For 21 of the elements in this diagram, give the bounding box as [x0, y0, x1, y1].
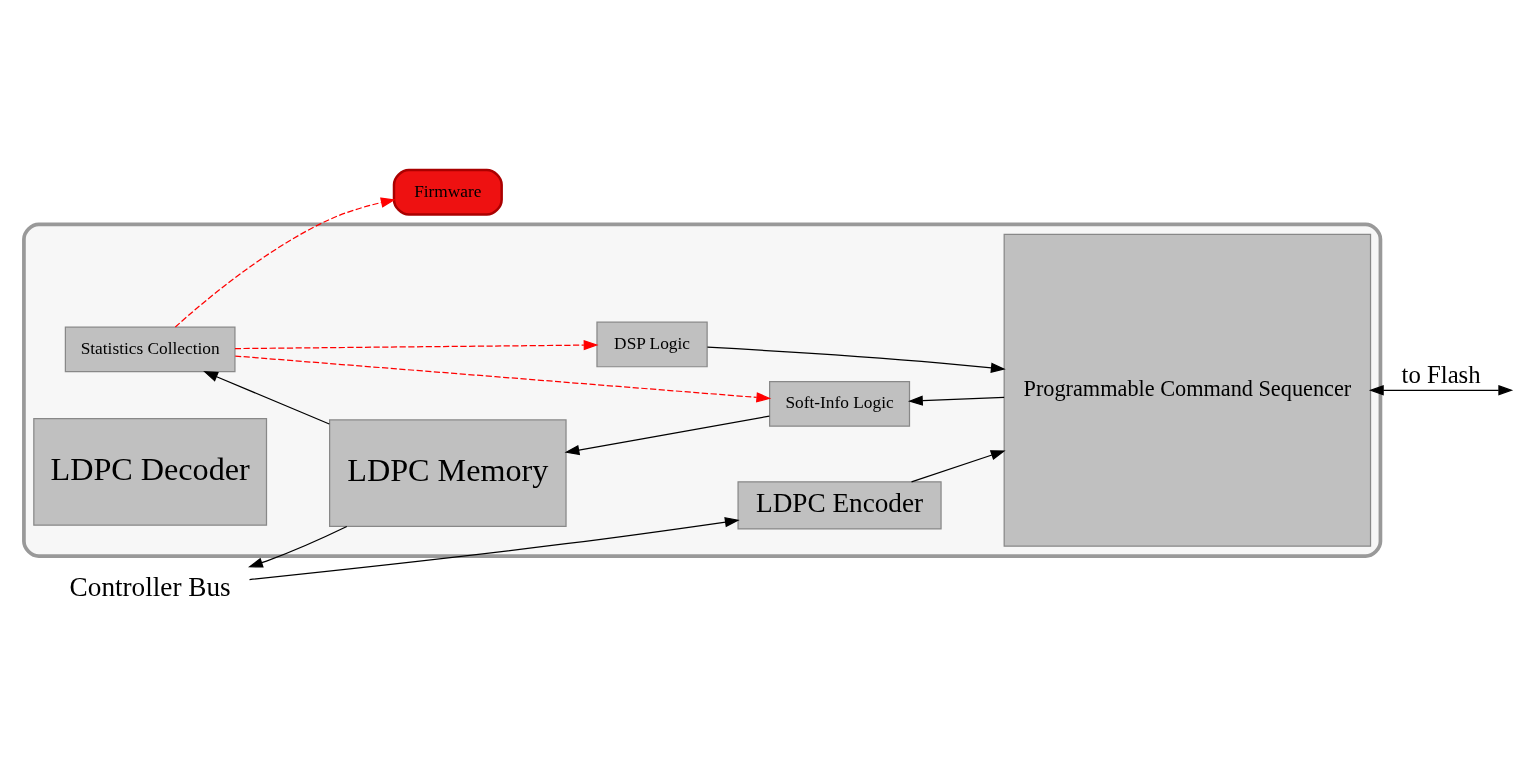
- node-box: DSP Logic: [596, 321, 708, 368]
- arrow: [174, 197, 396, 328]
- node-box: Statistics Collection: [64, 326, 236, 373]
- node-box: Programmable Command Sequencer: [1003, 233, 1372, 547]
- edge-label: to Flash: [1401, 360, 1481, 388]
- arrow: [248, 516, 740, 581]
- arrow: [203, 371, 330, 425]
- node-box: LDPC Decoder: [33, 418, 268, 526]
- arrow: [706, 346, 1006, 373]
- node-box: Soft-Info Logic: [769, 381, 911, 427]
- arrow: [907, 395, 1005, 406]
- node-box: Firmware: [392, 168, 503, 216]
- node-box: LDPC Encoder: [737, 481, 942, 530]
- arrow: [248, 525, 348, 568]
- arrow: [910, 450, 1006, 483]
- arrow: [234, 339, 599, 351]
- arrow: [564, 415, 770, 456]
- node-text: Controller Bus: [69, 572, 231, 603]
- node-box: LDPC Memory: [329, 419, 567, 528]
- arrow: [234, 355, 772, 403]
- arrow: [1368, 385, 1514, 396]
